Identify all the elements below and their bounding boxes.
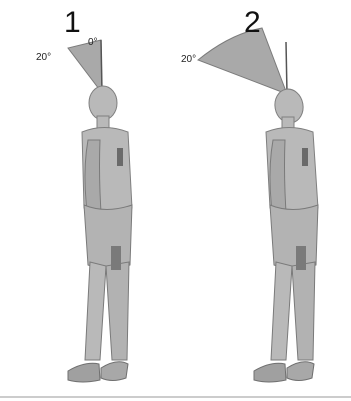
panel-2 [198,28,318,382]
person-figure-1 [68,86,132,382]
panel-1 [68,40,132,382]
vertical-reference-line-1 [101,40,102,92]
panel-number-2: 2 [244,8,261,38]
reference-angle-label-1: 0° [88,38,98,48]
panel-number-1: 1 [64,8,81,38]
angle-sector-2 [198,28,287,94]
vertical-reference-line-2 [286,42,287,94]
angle-label-1: 20° [36,53,51,63]
angle-label-2: 20° [181,55,196,65]
person-figure-2 [254,87,318,382]
